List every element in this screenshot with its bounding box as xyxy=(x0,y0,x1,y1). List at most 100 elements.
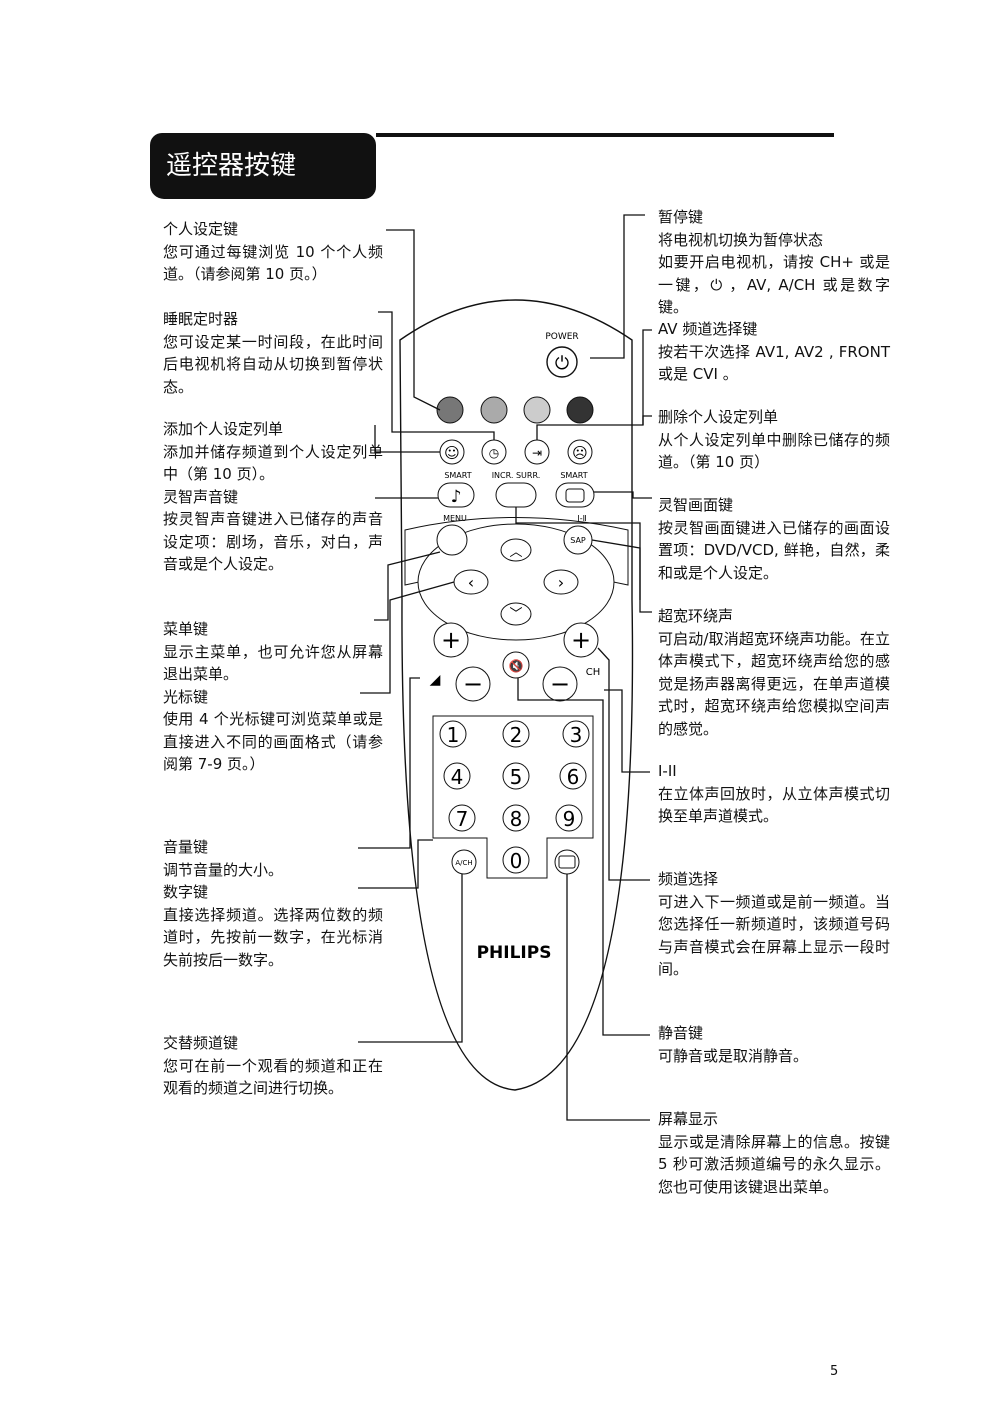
chevron-left-icon: ‹ xyxy=(468,573,474,592)
green-button xyxy=(480,396,508,424)
ac-button xyxy=(451,849,477,875)
desc-channel-select: 频道选择 可进入下一频道或是前一频道。当您选择任一新频道时，该频道号码与声音模式… xyxy=(658,870,890,978)
desc-av-select: AV 频道选择键 按若干次选择 AV1, AV2 , FRONT 或是 CVI … xyxy=(658,320,890,383)
digit-6: 6 xyxy=(559,762,587,790)
volume-icon: ◢ xyxy=(430,672,441,688)
callout-ac xyxy=(358,874,463,1043)
desc-volume-key: 音量键 调节音量的大小。 数字键 直接选择频道。选择两位数的频道时，先按前一数字… xyxy=(163,838,383,969)
callout-osd xyxy=(566,874,650,1121)
i-ii-icon: Ⅰ-Ⅱ xyxy=(577,514,586,523)
callout-smart-picture xyxy=(594,491,652,499)
plus-icon: + xyxy=(441,626,461,654)
incr-surr-button xyxy=(495,482,537,508)
page-number: 5 xyxy=(830,1364,839,1379)
smile-icon: ☺ xyxy=(444,444,460,462)
menu-label: MENU xyxy=(443,514,467,523)
callout-lines xyxy=(358,214,652,1121)
desc-standby: 暂停键 将电视机切换为暂停状态 如要开启电视机，请按 CH+ 或是一键，⏻ ，A… xyxy=(658,208,890,316)
svg-text:3: 3 xyxy=(570,723,583,747)
smart-picture-label: SMART xyxy=(560,471,587,480)
red-button xyxy=(436,396,464,424)
digit-4: 4 xyxy=(443,762,471,790)
desc-add-list: 添加个人设定列单 添加并储存频道到个人设定列单中（第 10 页）。 灵智声音键 … xyxy=(163,420,383,573)
note-icon: ♪ xyxy=(451,487,462,507)
screen-icon xyxy=(565,488,585,503)
sap-label: SAP xyxy=(570,536,586,545)
callout-sap xyxy=(591,539,641,600)
digit-7: 7 xyxy=(448,804,476,832)
desc-i-ii: I-II 在立体声回放时，从立体声模式切换至单声道模式。 xyxy=(658,762,890,825)
number-pad-frame xyxy=(432,715,594,879)
vol-down-button xyxy=(455,666,491,702)
digit-0: 0 xyxy=(502,846,530,874)
chevron-up-icon: ︿ xyxy=(509,545,522,560)
smart-picture-button xyxy=(555,482,595,508)
svg-text:6: 6 xyxy=(567,765,580,789)
desc-smart-picture: 灵智画面键 按灵智画面键进入已储存的画面设置项：DVD/VCD, 鲜艳，自然，柔… xyxy=(658,496,890,582)
menu-button xyxy=(436,524,468,556)
digit-5: 5 xyxy=(502,762,530,790)
smart-sound-button xyxy=(437,482,475,508)
desc-incr-surround: 超宽环绕声 可启动/取消超宽环绕声功能。在立体声模式下，超宽环绕声给您的感觉是扬… xyxy=(658,607,890,738)
desc-mute: 静音键 可静音或是取消静音。 xyxy=(658,1024,809,1065)
remote-body xyxy=(399,299,634,1091)
svg-text:1: 1 xyxy=(447,723,460,747)
svg-text:0: 0 xyxy=(510,849,523,873)
minus-icon: − xyxy=(463,670,483,698)
svg-text:8: 8 xyxy=(510,807,523,831)
callout-add-list xyxy=(374,425,440,453)
digit-1: 1 xyxy=(439,720,467,748)
mute-button xyxy=(502,651,530,679)
vol-up-button xyxy=(433,622,469,658)
smart-sound-label: SMART xyxy=(444,471,471,480)
desc-sleep-timer: 睡眠定时器 您可设定某一时间段，在此时间后电视机将自动从切换到暂停状态。 xyxy=(163,310,383,396)
desc-personal-key: 个人设定键 您可通过每键浏览 10 个个人频道。（请参阅第 10 页。） xyxy=(163,220,383,283)
callout-channel xyxy=(597,647,650,881)
power-button xyxy=(546,346,578,378)
down-button xyxy=(500,602,532,626)
ch-up-button xyxy=(563,622,599,658)
chevron-right-icon: › xyxy=(558,573,564,592)
section-title: 遥控器按键 xyxy=(150,133,376,199)
digit-3: 3 xyxy=(562,720,590,748)
cursor-pad xyxy=(417,523,615,641)
callout-cursor xyxy=(360,581,455,694)
svg-text:5: 5 xyxy=(510,765,523,789)
plus-icon: + xyxy=(571,626,591,654)
mute-icon: 🔇 xyxy=(509,659,524,673)
callout-volume xyxy=(358,677,420,849)
desc-alt-channel: 交替频道键 您可在前一个观看的频道和正在观看的频道之间进行切换。 xyxy=(163,1034,383,1097)
brand-logo: PHILIPS xyxy=(477,943,552,963)
svg-text:9: 9 xyxy=(563,807,576,831)
delete-button xyxy=(567,439,593,465)
callout-i-ii xyxy=(604,689,650,773)
digit-9: 9 xyxy=(555,804,583,832)
callout-personal xyxy=(386,229,441,411)
incr-surr-label: INCR. SURR. xyxy=(492,471,541,480)
digit-2: 2 xyxy=(502,720,530,748)
minus-icon: − xyxy=(550,670,570,698)
chevron-down-icon: ﹀ xyxy=(509,607,522,622)
callout-digits xyxy=(358,839,433,889)
up-button xyxy=(500,538,532,562)
digit-8: 8 xyxy=(502,804,530,832)
callout-mute xyxy=(517,678,650,1036)
av-icon: ⇥ xyxy=(532,446,542,460)
title-rule xyxy=(376,133,834,137)
right-button xyxy=(543,569,579,595)
ac-label: A/CH xyxy=(455,859,472,867)
desc-menu-key: 菜单键 显示主菜单，也可允许您从屏幕退出菜单。 光标键 使用 4 个光标键可浏览… xyxy=(163,620,383,773)
frown-icon: ☹ xyxy=(572,444,588,462)
callout-incr xyxy=(515,507,652,613)
desc-delete-list: 删除个人设定列单 从个人设定列单中删除已储存的频道。（第 10 页） xyxy=(658,408,890,471)
callout-menu xyxy=(374,551,441,621)
callout-sleep xyxy=(378,311,495,440)
sleep-icon: ◷ xyxy=(489,446,500,460)
svg-text:7: 7 xyxy=(456,807,469,831)
blue-button xyxy=(566,396,594,424)
callout-standby xyxy=(590,214,645,359)
osd-icon xyxy=(558,855,576,869)
desc-osd: 屏幕显示 显示或是清除屏幕上的信息。按键 5 秒可激活频道编号的永久显示。您也可… xyxy=(658,1110,890,1196)
power-icon: ⏻ xyxy=(555,353,569,374)
